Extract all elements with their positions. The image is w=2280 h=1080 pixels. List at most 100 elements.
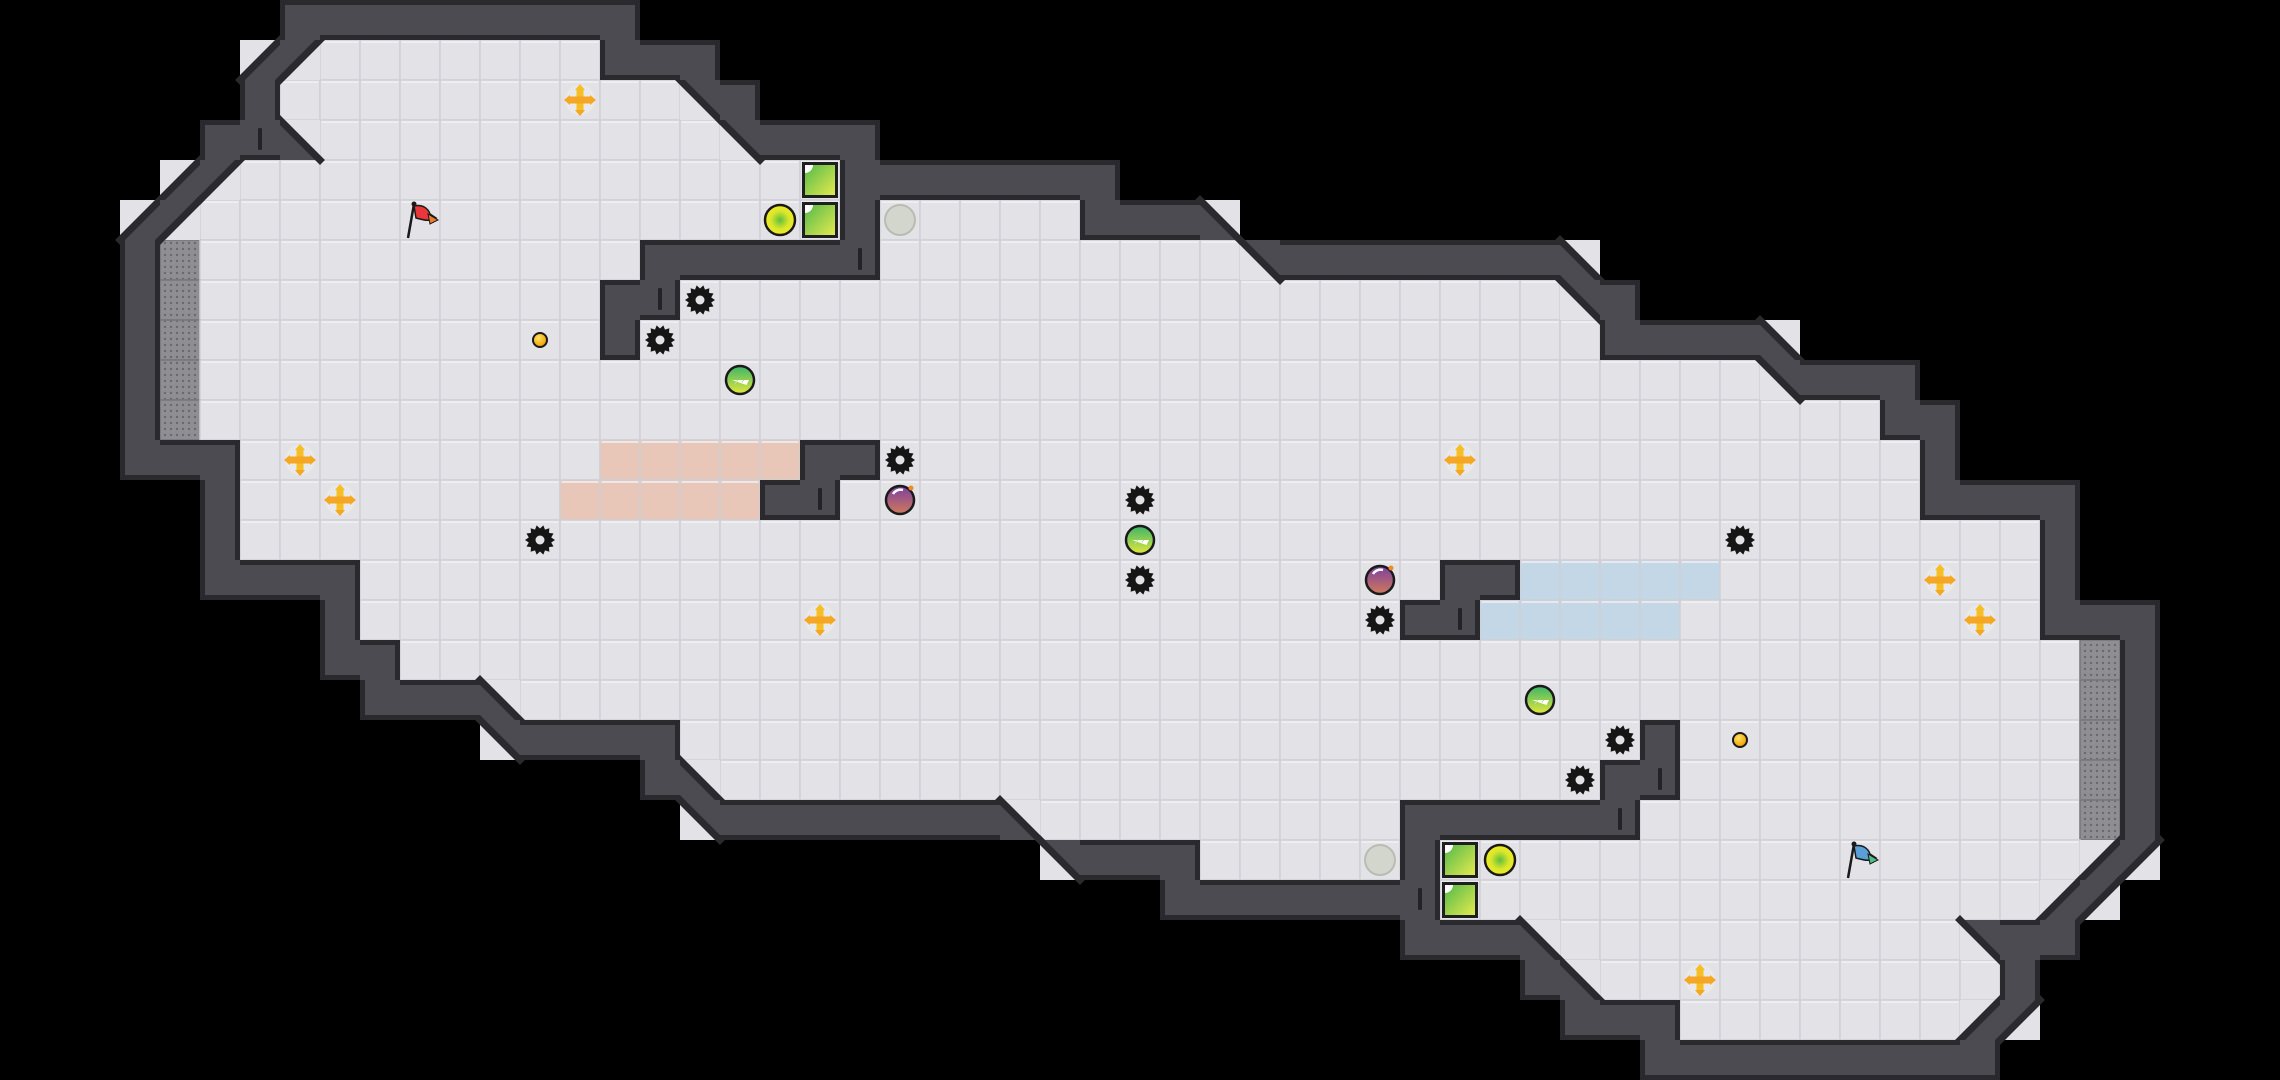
floor-tile: [1479, 639, 1521, 681]
floor-tile: [279, 519, 321, 561]
floor-tile: [1319, 839, 1361, 881]
floor-tile: [399, 79, 441, 121]
floor-tile: [1799, 959, 1841, 1001]
floor-tile: [1119, 439, 1161, 481]
floor-tile: [479, 39, 521, 81]
floor-tile: [359, 359, 401, 401]
floor-tile: [999, 559, 1041, 601]
floor-tile: [239, 279, 281, 321]
floor-tile: [1279, 559, 1321, 601]
floor-tile: [1439, 679, 1481, 721]
wall-slit-mark: [258, 128, 262, 150]
floor-tile: [439, 39, 481, 81]
floor-tile: [959, 239, 1001, 281]
floor-tile: [399, 359, 441, 401]
floor-tile: [959, 279, 1001, 321]
floor-tile: [479, 519, 521, 561]
floor-tile: [559, 639, 601, 681]
floor-tile: [1879, 959, 1921, 1001]
floor-tile: [1879, 599, 1921, 641]
floor-tile: [1759, 399, 1801, 441]
floor-tile: [559, 239, 601, 281]
yellow-cross-icon: [1684, 964, 1716, 996]
floor-tile: [1519, 319, 1561, 361]
diagonal-wall-tile: [235, 35, 285, 85]
floor-tile: [1479, 679, 1521, 721]
floor-tile: [1439, 639, 1481, 681]
diagonal-wall-tile: [1515, 915, 1565, 965]
floor-tile: [1999, 679, 2041, 721]
floor-tile: [2039, 839, 2081, 881]
floor-tile: [439, 639, 481, 681]
floor-tile: [1239, 679, 1281, 721]
floor-tile: [1759, 519, 1801, 561]
floor-tile: [879, 399, 921, 441]
floor-tile: [519, 239, 561, 281]
floor-tile: [719, 319, 761, 361]
floor-tile: [1479, 399, 1521, 441]
floor-tile: [1239, 759, 1281, 801]
floor-tile: [1759, 919, 1801, 961]
floor-tile: [1559, 479, 1601, 521]
floor-tile: [1799, 399, 1841, 441]
gold-coin-icon: [1732, 732, 1748, 748]
floor-tile: [959, 439, 1001, 481]
floor-tile: [239, 399, 281, 441]
floor-tile: [839, 359, 881, 401]
floor-tile: [1079, 439, 1121, 481]
purple-bomb-icon: [884, 484, 916, 516]
grate-tile: [159, 319, 201, 361]
floor-tile: [559, 439, 601, 481]
green-block-icon: [1442, 882, 1478, 918]
floor-tile: [1319, 399, 1361, 441]
floor-tile: [1999, 759, 2041, 801]
floor-tile: [839, 719, 881, 761]
floor-tile: [599, 599, 641, 641]
floor-tile: [1679, 999, 1721, 1041]
floor-tile: [1399, 679, 1441, 721]
floor-tile: [359, 519, 401, 561]
spike-gear-icon: [885, 445, 915, 475]
floor-tile: [1799, 759, 1841, 801]
floor-tile: [1159, 759, 1201, 801]
floor-tile: [1079, 479, 1121, 521]
floor-tile: [1199, 719, 1241, 761]
floor-tile: [399, 159, 441, 201]
floor-tile: [999, 279, 1041, 321]
floor-tile: [1759, 999, 1801, 1041]
floor-tile: [1759, 479, 1801, 521]
floor-tile: [1839, 399, 1881, 441]
grate-tile: [159, 399, 201, 441]
floor-tile: [719, 559, 761, 601]
floor-tile: [759, 319, 801, 361]
floor-tile: [2039, 639, 2081, 681]
floor-tile: [1839, 879, 1881, 921]
floor-tile: [519, 79, 561, 121]
yellow-cross-icon: [1964, 604, 1996, 636]
floor-tile: [1679, 879, 1721, 921]
floor-tile: [1039, 439, 1081, 481]
grey-circle-icon: [884, 204, 916, 236]
floor-tile: [679, 719, 721, 761]
floor-tile: [639, 399, 681, 441]
floor-tile: [959, 319, 1001, 361]
purple-bomb-icon: [1364, 564, 1396, 596]
diagonal-wall-tile: [1995, 995, 2045, 1045]
floor-tile: [1639, 519, 1681, 561]
floor-tile: [239, 199, 281, 241]
floor-tile: [359, 39, 401, 81]
floor-tile: [559, 39, 601, 81]
floor-tile: [1279, 399, 1321, 441]
floor-tile: [1879, 719, 1921, 761]
floor-tile: [599, 199, 641, 241]
wall-layer: [115, 0, 2165, 1080]
floor-tile: [1719, 959, 1761, 1001]
spike-gear-icon: [1125, 565, 1155, 595]
floor-tile: [1799, 839, 1841, 881]
ice-zone-tile: [1679, 559, 1721, 601]
floor-tile: [559, 199, 601, 241]
floor-tile: [359, 439, 401, 481]
floor-tile: [1959, 639, 2001, 681]
floor-tile: [839, 479, 881, 521]
floor-tile: [519, 679, 561, 721]
